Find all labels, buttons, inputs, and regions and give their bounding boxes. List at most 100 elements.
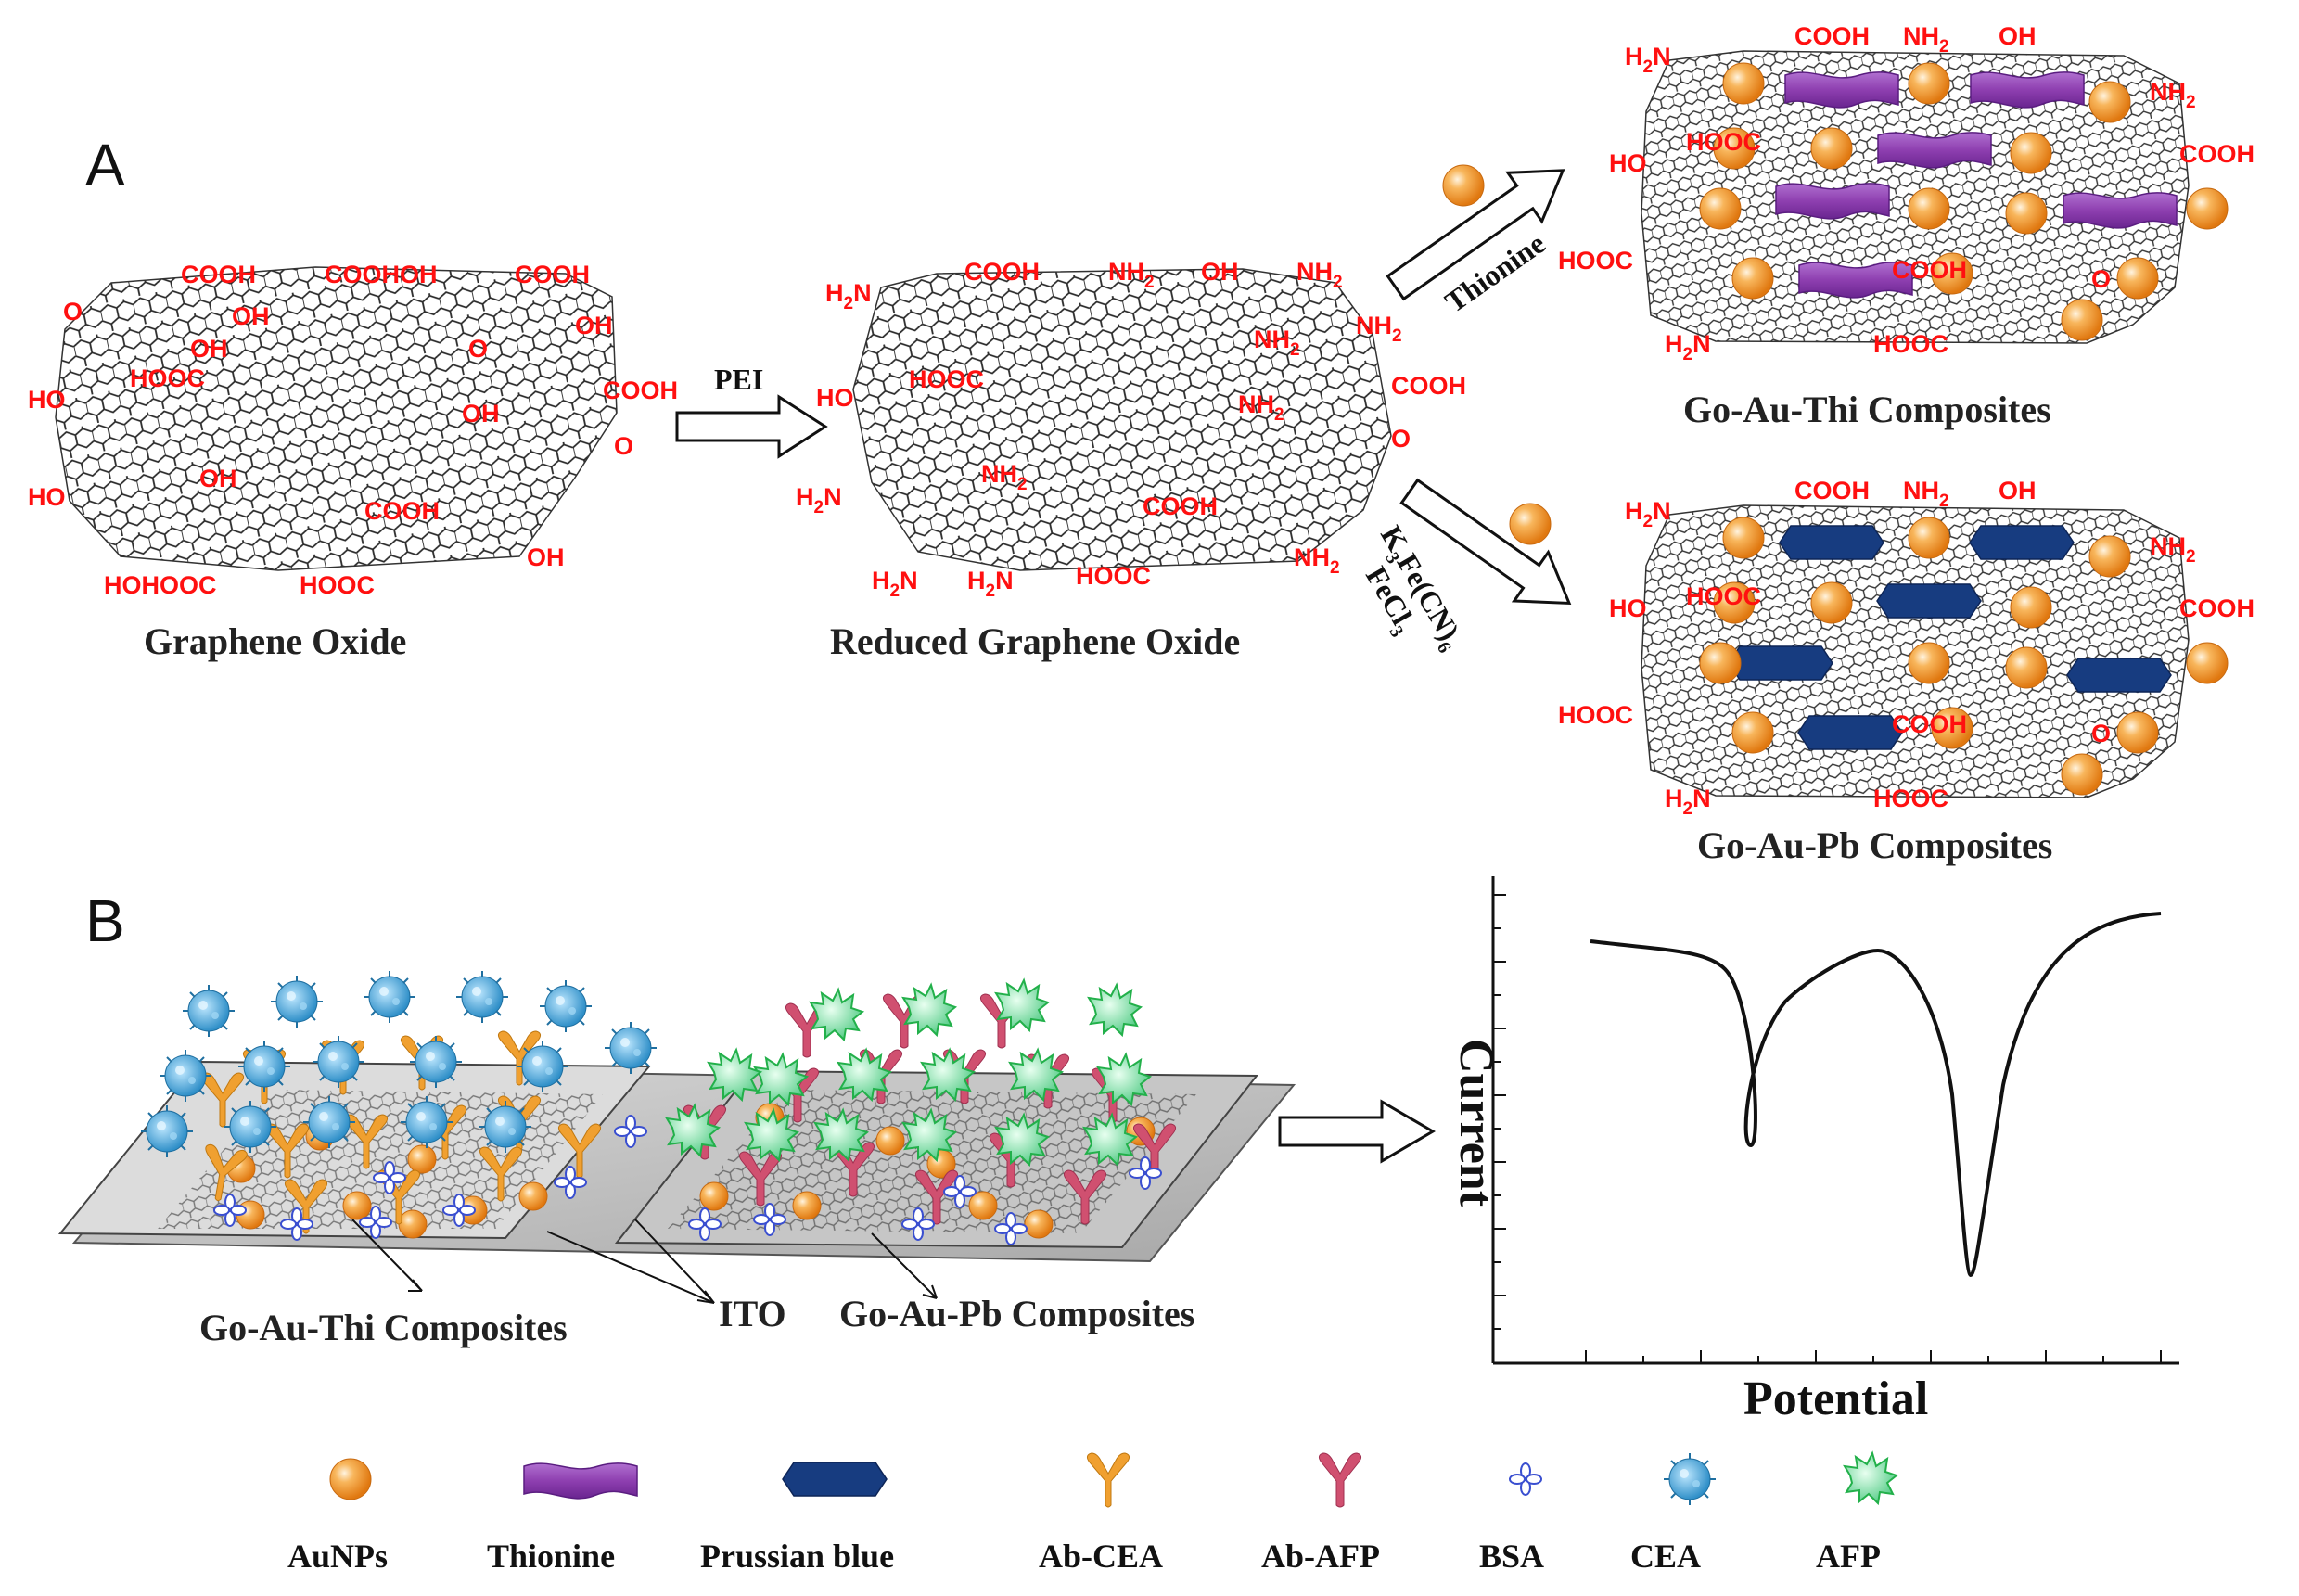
svg-text:COOH: COOH [515, 261, 590, 288]
rgo-groups: H2N COOH NH2 OH NH2 NH2 HO HOOC NH2 NH2 … [796, 258, 1466, 601]
prussian-arrow [1399, 478, 1572, 606]
svg-text:COOH: COOH [1794, 22, 1870, 50]
svg-text:COOH: COOH [2179, 140, 2254, 168]
svg-text:HOOC: HOOC [300, 571, 375, 599]
svg-text:COOH: COOH [1391, 372, 1466, 400]
svg-text:COOH: COOH [181, 261, 256, 288]
legend-afp-label: AFP [1816, 1538, 1881, 1575]
legend: AuNPs Thionine Prussian blue Ab-CEA Ab-A… [287, 1452, 1897, 1575]
svg-text:O: O [1391, 425, 1411, 453]
label-pointers [351, 1219, 938, 1304]
svg-text:NH2: NH2 [1356, 312, 1402, 346]
svg-text:HO: HO [28, 386, 66, 414]
svg-text:H2N: H2N [1625, 43, 1671, 77]
svg-text:O: O [63, 298, 83, 326]
svg-text:NH2: NH2 [1296, 258, 1343, 292]
svg-text:COOH: COOH [603, 377, 678, 404]
svg-text:NH2: NH2 [2150, 78, 2196, 112]
y-ticks [1493, 894, 1506, 1330]
svg-text:OH: OH [1999, 22, 2037, 50]
legend-ab-afp-label: Ab-AFP [1261, 1538, 1380, 1575]
svg-text:OH: OH [462, 400, 500, 428]
svg-text:OH: OH [1201, 258, 1239, 286]
svg-text:OH: OH [190, 335, 228, 363]
svg-text:NH2: NH2 [1238, 390, 1284, 425]
svg-text:COOH: COOH [1892, 256, 1967, 284]
svg-text:O: O [2091, 265, 2111, 293]
svg-text:H2N: H2N [796, 483, 842, 517]
legend-prussian-blue-icon [782, 1462, 888, 1497]
svg-text:NH2: NH2 [2150, 532, 2196, 567]
svg-text:H2N: H2N [1665, 330, 1711, 364]
legend-cea-icon [1663, 1452, 1717, 1506]
graphene-oxide-groups: COOH COOHOH COOH O OH OH HOOC O COOH OH … [28, 261, 678, 599]
svg-text:OH: OH [1999, 477, 2037, 504]
svg-text:H2N: H2N [825, 279, 872, 313]
legend-thionine-label: Thionine [487, 1538, 615, 1575]
svg-text:COOH: COOH [1794, 477, 1870, 504]
legend-aunp-icon [329, 1458, 372, 1500]
legend-bsa-icon [1509, 1462, 1542, 1496]
bottom-pb-label: Go-Au-Pb Composites [839, 1293, 1194, 1334]
legend-ab-cea-icon [1086, 1452, 1130, 1508]
go-au-thi-composite [1641, 50, 2229, 344]
legend-bsa-label: BSA [1479, 1538, 1544, 1575]
x-axis-label: Potential [1743, 1373, 1928, 1425]
pb-groups: H2N COOH NH2 OH NH2 HO HOOC COOH HOOC CO… [1558, 477, 2254, 819]
legend-ab-afp-icon [1318, 1452, 1362, 1508]
svg-text:COOH: COOH [964, 258, 1040, 286]
dpv-curve [1590, 912, 2162, 1278]
svg-text:HO: HO [816, 384, 854, 412]
pb-composite-title: Go-Au-Pb Composites [1697, 824, 2052, 866]
rgo-title: Reduced Graphene Oxide [830, 620, 1240, 662]
svg-text:HOOC: HOOC [130, 364, 205, 392]
svg-text:COOH: COOH [1892, 710, 1967, 738]
legend-cea-label: CEA [1630, 1538, 1701, 1575]
svg-text:HOOC: HOOC [1686, 582, 1761, 610]
svg-text:COOHOH: COOHOH [325, 261, 438, 288]
svg-text:HO: HO [1609, 149, 1647, 177]
svg-text:O: O [468, 335, 488, 363]
svg-text:NH2: NH2 [1903, 22, 1949, 57]
svg-text:COOH: COOH [2179, 594, 2254, 622]
x-ticks [1585, 1350, 2162, 1363]
svg-text:HOHOOC: HOHOOC [104, 571, 217, 599]
svg-text:OH: OH [527, 543, 565, 571]
svg-text:O: O [614, 432, 633, 460]
svg-text:H2N: H2N [872, 567, 918, 601]
svg-text:HOOC: HOOC [909, 365, 984, 393]
svg-text:COOH: COOH [1143, 492, 1218, 520]
svg-text:OH: OH [232, 302, 270, 330]
svg-text:COOH: COOH [364, 497, 440, 525]
svg-text:O: O [2091, 720, 2111, 747]
svg-text:H2N: H2N [967, 567, 1014, 601]
panel-a-label: A [85, 132, 125, 198]
panel-b-label: B [85, 887, 125, 954]
svg-text:NH2: NH2 [981, 460, 1028, 494]
svg-text:H2N: H2N [1625, 497, 1671, 531]
aunp-reagent-bottom [1509, 503, 1552, 545]
svg-text:HOOC: HOOC [1076, 562, 1151, 590]
legend-ab-cea-label: Ab-CEA [1039, 1538, 1163, 1575]
svg-text:OH: OH [575, 312, 613, 339]
svg-text:HO: HO [28, 483, 66, 511]
svg-text:HOOC: HOOC [1558, 701, 1633, 729]
legend-prussian-blue-label: Prussian blue [700, 1538, 894, 1575]
svg-text:NH2: NH2 [1294, 543, 1340, 578]
svg-text:NH2: NH2 [1903, 477, 1949, 511]
svg-text:HOOC: HOOC [1686, 128, 1761, 156]
go-au-pb-composite [1641, 504, 2229, 798]
bottom-thi-label: Go-Au-Thi Composites [199, 1307, 568, 1348]
svg-text:NH2: NH2 [1108, 258, 1155, 292]
thi-composite-title: Go-Au-Thi Composites [1683, 389, 2051, 430]
svg-text:HOOC: HOOC [1873, 330, 1948, 358]
pei-label: PEI [714, 363, 763, 396]
svg-text:OH: OH [199, 465, 237, 492]
legend-thionine-icon [523, 1462, 638, 1500]
bottom-ito-label: ITO [719, 1293, 786, 1334]
to-plot-arrow [1278, 1099, 1436, 1164]
svg-text:H2N: H2N [1665, 785, 1711, 819]
aunp-reagent-top [1442, 164, 1485, 207]
reduced-graphene-oxide-sheet [852, 268, 1392, 571]
thi-groups: H2N COOH NH2 OH NH2 HO HOOC COOH HOOC CO… [1558, 22, 2254, 364]
